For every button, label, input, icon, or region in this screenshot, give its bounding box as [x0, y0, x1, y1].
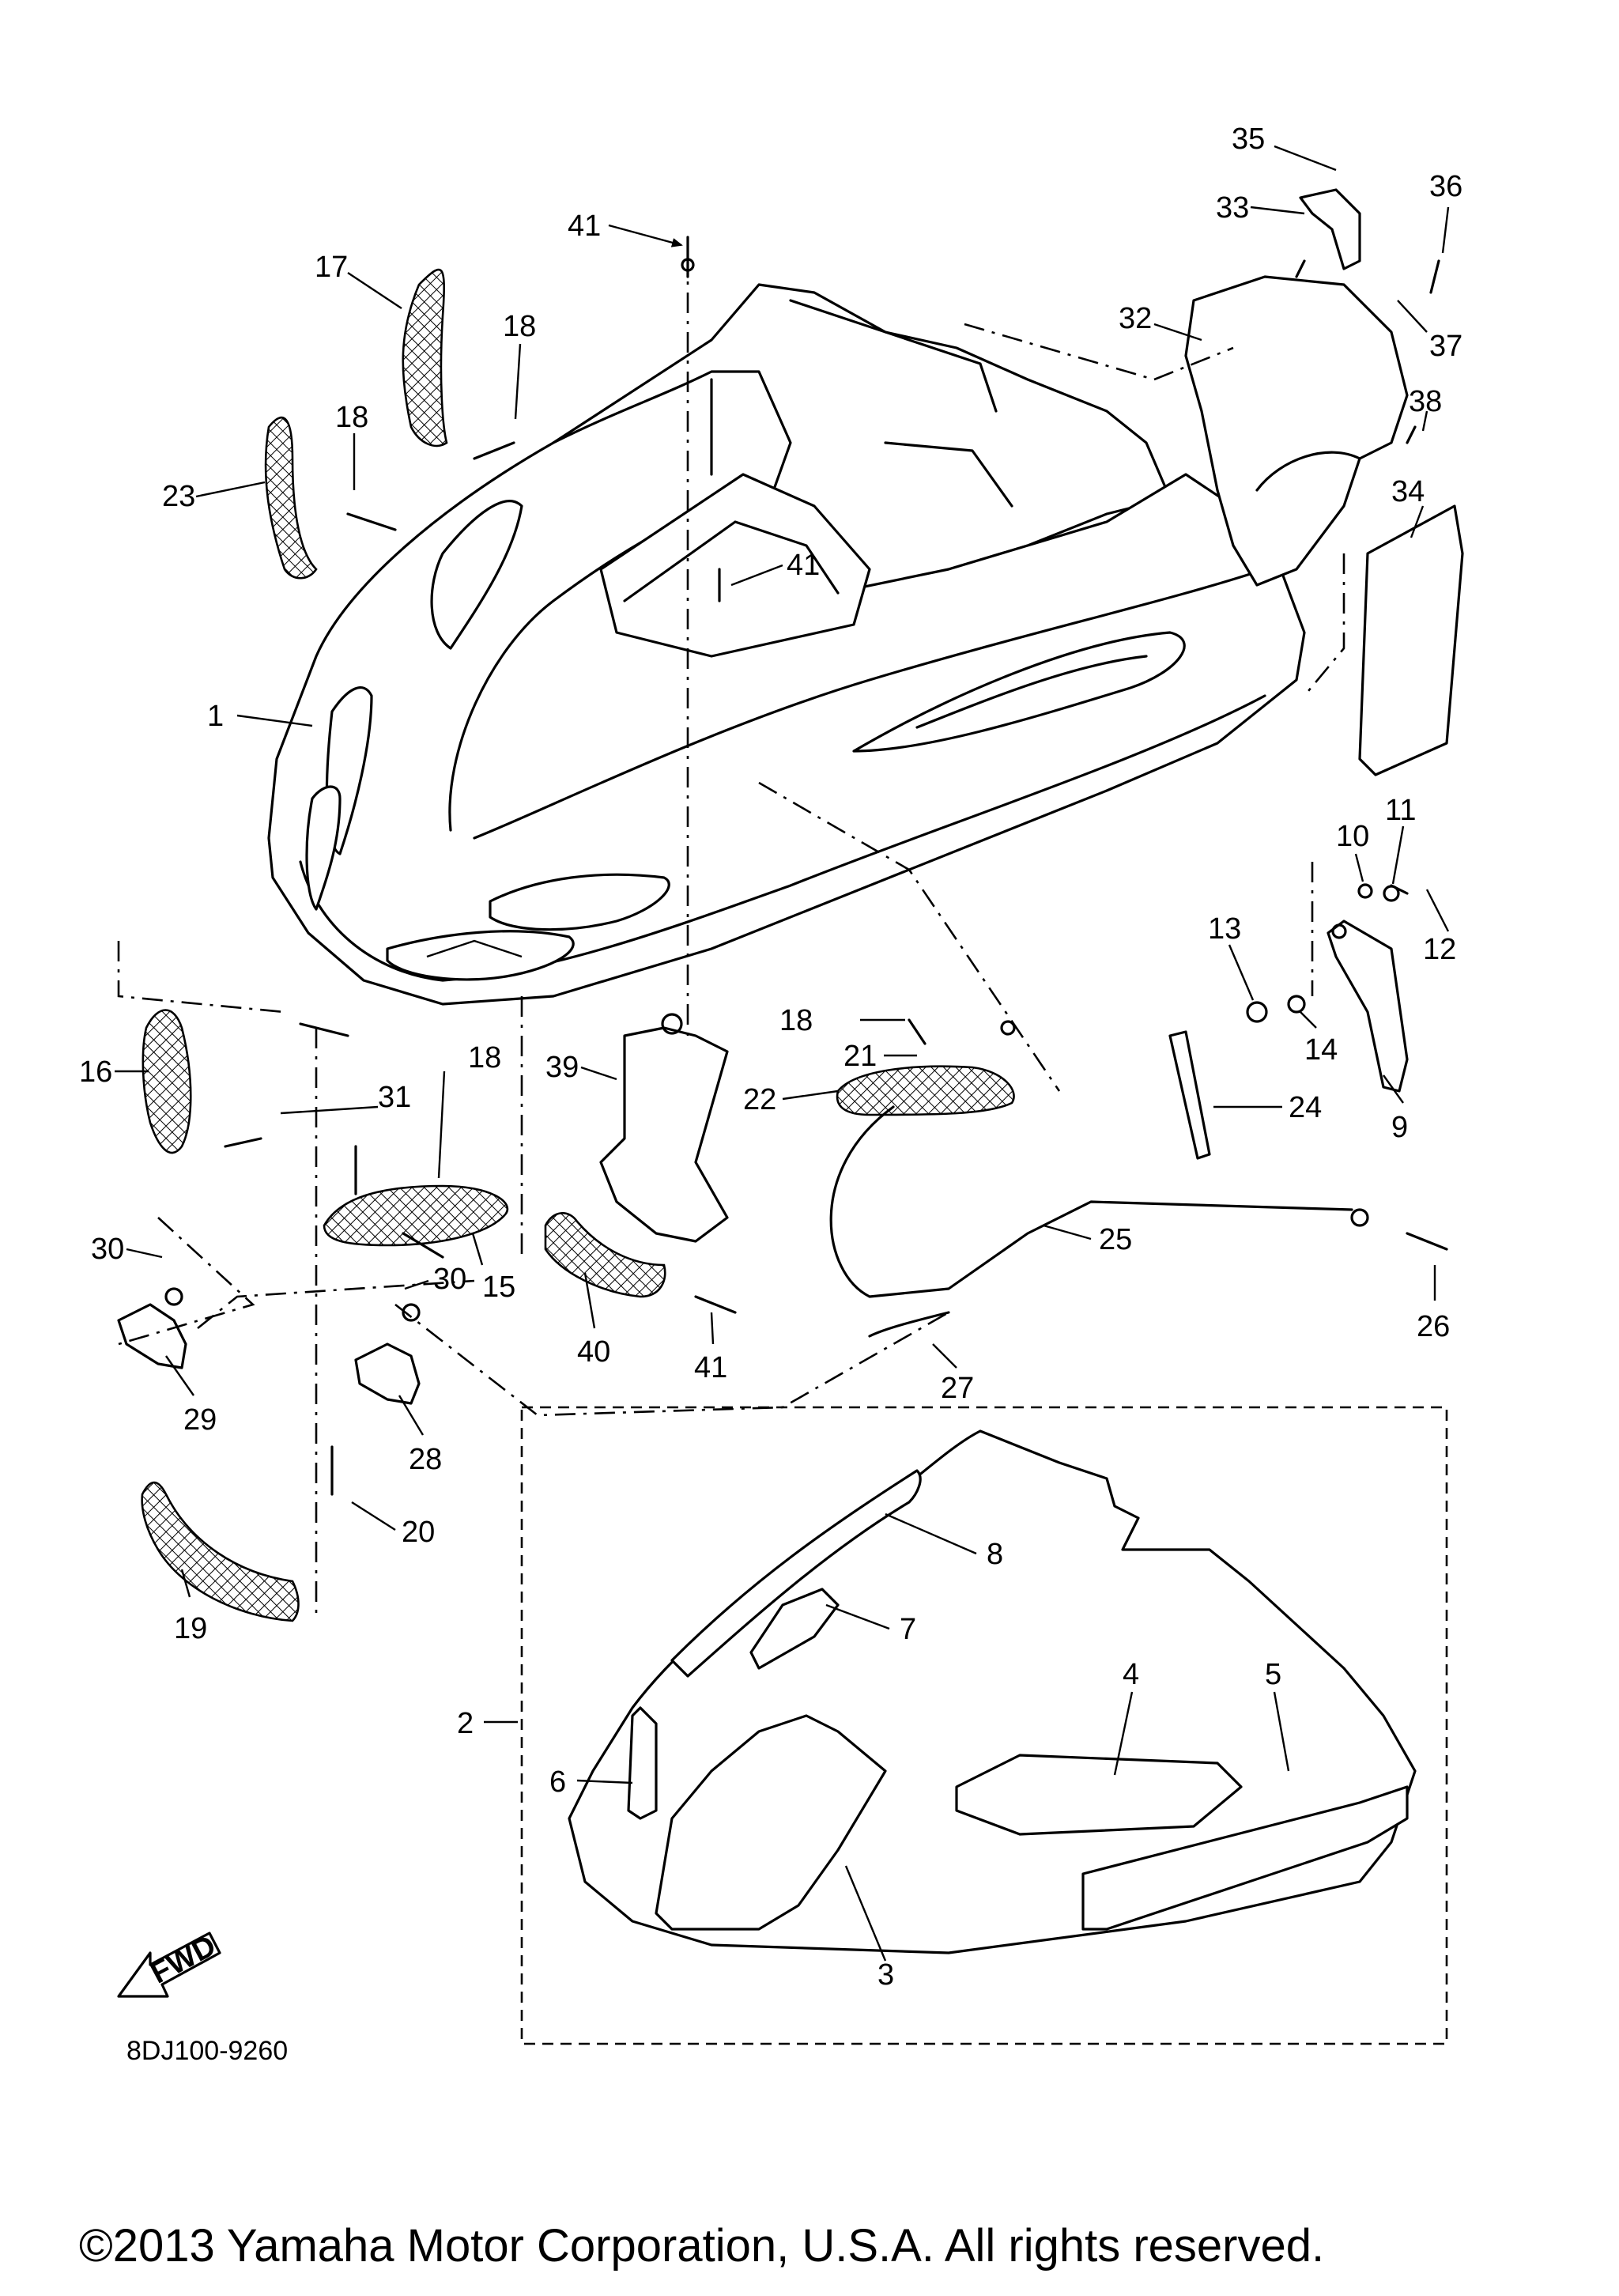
bracket-39 — [599, 1013, 729, 1243]
cover-32 — [1184, 275, 1409, 587]
vent-15 — [323, 1184, 509, 1247]
callout-9: 9 — [1391, 1111, 1408, 1144]
callout-41a: 41 — [568, 210, 601, 243]
bracket-29 — [117, 1303, 187, 1369]
callout-36: 36 — [1429, 170, 1462, 203]
spring-27 — [868, 1311, 950, 1338]
callout-18a: 18 — [503, 310, 536, 343]
callout-30a: 30 — [91, 1233, 124, 1266]
callout-18b: 18 — [335, 401, 368, 434]
callout-41b: 41 — [787, 549, 820, 582]
callout-8: 8 — [987, 1538, 1003, 1571]
panel-34 — [1358, 504, 1464, 776]
reference-lines — [117, 253, 1345, 1613]
callout-30b: 30 — [433, 1263, 466, 1296]
callout-31: 31 — [378, 1081, 411, 1114]
callout-22: 22 — [743, 1083, 776, 1116]
callout-39: 39 — [545, 1051, 579, 1084]
clip-33 — [1299, 188, 1361, 270]
callout-6: 6 — [549, 1765, 566, 1799]
callout-28: 28 — [409, 1443, 442, 1476]
fwd-arrow-icon: FWD — [117, 1929, 221, 1998]
callout-25: 25 — [1099, 1223, 1132, 1256]
bottom-panel-group — [520, 1406, 1448, 2045]
callout-3: 3 — [877, 1958, 894, 1992]
tie-24 — [1168, 1030, 1211, 1160]
callout-18d: 18 — [468, 1041, 501, 1074]
callout-26: 26 — [1417, 1310, 1450, 1343]
callouts: 1 2 3 4 5 6 7 8 9 10 11 12 13 — [79, 123, 1462, 1992]
callout-5: 5 — [1265, 1658, 1281, 1691]
bracket-9 — [1327, 920, 1409, 1093]
fastener-set — [164, 236, 1448, 1496]
callout-19: 19 — [174, 1612, 207, 1645]
hood-main — [267, 283, 1306, 1006]
vent-22 — [836, 1065, 1015, 1116]
bracket-28 — [354, 1342, 421, 1405]
callout-23: 23 — [162, 480, 195, 513]
callout-34: 34 — [1391, 475, 1425, 508]
callout-1: 1 — [207, 700, 224, 733]
callout-29: 29 — [183, 1403, 217, 1437]
part-code: 8DJ100-9260 — [126, 2036, 288, 2066]
callout-21: 21 — [843, 1040, 877, 1073]
callout-11: 11 — [1385, 794, 1416, 827]
callout-16: 16 — [79, 1055, 112, 1089]
callout-12: 12 — [1423, 933, 1456, 966]
callout-17: 17 — [315, 251, 348, 284]
callout-40: 40 — [577, 1335, 610, 1369]
callout-33: 33 — [1216, 191, 1249, 225]
callout-24: 24 — [1289, 1091, 1322, 1124]
callout-2: 2 — [457, 1707, 474, 1740]
callout-18c: 18 — [779, 1004, 813, 1037]
callout-32: 32 — [1119, 302, 1152, 335]
callout-41c: 41 — [694, 1351, 727, 1384]
callout-38: 38 — [1409, 385, 1442, 418]
vent-16 — [142, 1009, 192, 1154]
callout-20: 20 — [402, 1516, 435, 1549]
callout-14: 14 — [1304, 1033, 1338, 1067]
callout-37: 37 — [1429, 330, 1462, 363]
callout-15: 15 — [482, 1271, 515, 1304]
callout-7: 7 — [900, 1613, 916, 1646]
side-vent-17 — [402, 268, 448, 447]
callout-35: 35 — [1232, 123, 1265, 156]
callout-4: 4 — [1123, 1658, 1139, 1691]
fwd-label: FWD — [145, 1929, 221, 1991]
callout-27: 27 — [941, 1372, 974, 1405]
callout-10: 10 — [1336, 820, 1369, 853]
vent-19 — [141, 1481, 300, 1622]
cable-25-27 — [829, 1105, 1353, 1298]
side-vent-23 — [264, 417, 318, 580]
callout-13: 13 — [1208, 912, 1241, 946]
copyright-text: ©2013 Yamaha Motor Corporation, U.S.A. A… — [79, 2220, 1324, 2271]
